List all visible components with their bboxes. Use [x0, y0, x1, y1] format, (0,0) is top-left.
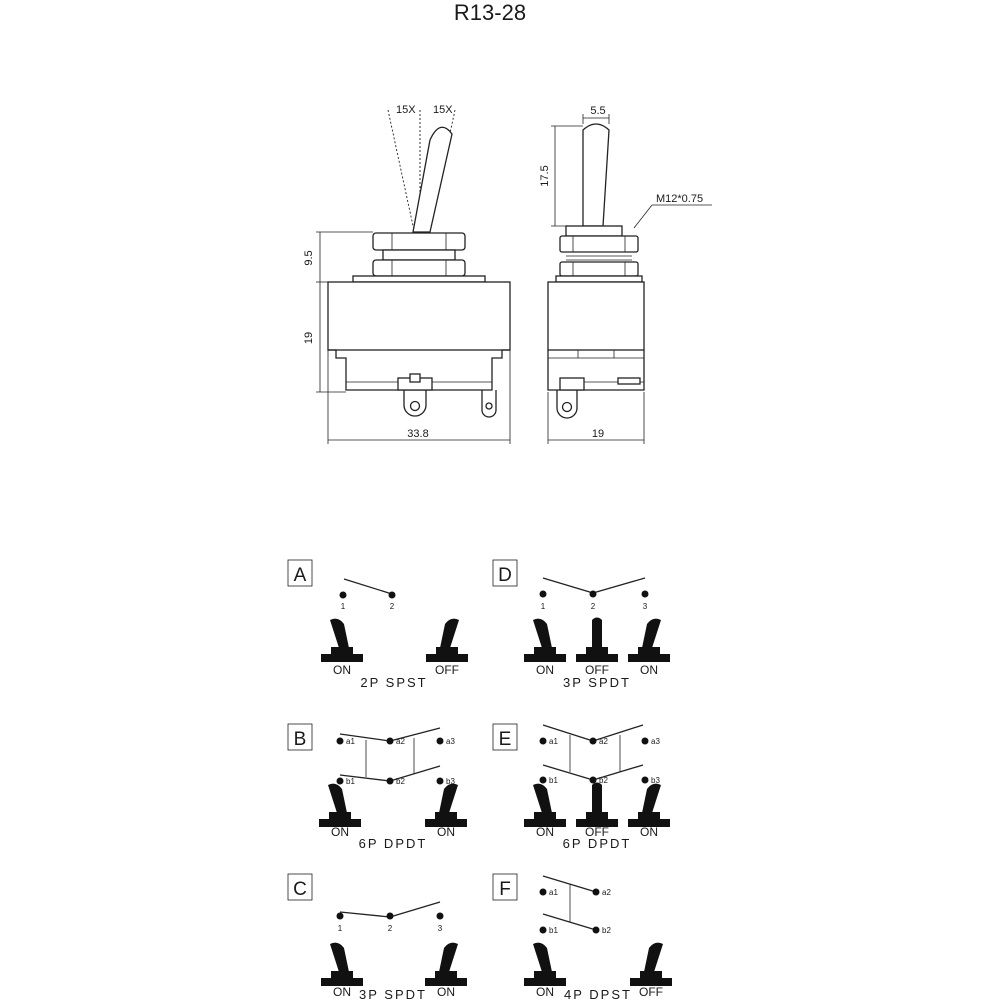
position-label: OFF — [585, 663, 609, 677]
terminal-label: a2 — [602, 888, 611, 897]
side-dim-width-label: 19 — [592, 428, 604, 440]
terminal-label: a3 — [651, 737, 660, 746]
terminal-label: b3 — [446, 777, 455, 786]
position-label: ON — [536, 985, 554, 999]
dim-height-label: 19 — [303, 332, 315, 344]
position-label: OFF — [639, 985, 663, 999]
side-view: 5.5 17.5 M12*0.75 19 — [539, 105, 712, 444]
terminal-label: a2 — [599, 737, 608, 746]
position-label: ON — [333, 663, 351, 677]
switch-type-label: 2P SPST — [360, 675, 427, 690]
front-lever — [412, 126, 453, 233]
position-label: ON — [437, 985, 455, 999]
terminal-label: b1 — [346, 777, 355, 786]
position-label: OFF — [585, 825, 609, 839]
terminal-label: 1 — [338, 924, 343, 933]
terminal-label: 1 — [541, 602, 546, 611]
toggle-left-icon — [524, 942, 566, 986]
diagram-a: A 1 2 ON OFF 2P SPST — [287, 559, 468, 690]
terminal-label: b1 — [549, 776, 558, 785]
terminal-label: 2 — [388, 924, 393, 933]
position-label: ON — [437, 825, 455, 839]
terminal-label: b2 — [602, 926, 611, 935]
toggle-left-icon — [321, 618, 363, 662]
diagram-letter: F — [499, 879, 511, 900]
terminal-label: b2 — [599, 776, 608, 785]
diagram-letter: C — [293, 879, 307, 900]
toggle-left-icon — [319, 783, 361, 827]
toggle-left-icon — [524, 618, 566, 662]
terminal-label: a2 — [396, 737, 405, 746]
toggle-center-icon — [576, 782, 618, 827]
drawing-title: R13-28 — [454, 0, 526, 25]
toggle-center-icon — [576, 617, 618, 662]
diagram-letter: B — [294, 729, 307, 750]
toggle-right-icon — [628, 618, 670, 662]
terminal-label: 3 — [643, 602, 648, 611]
position-label: ON — [333, 985, 351, 999]
switch-type-label: 4P DPST — [564, 987, 632, 1000]
terminal-label: b3 — [651, 776, 660, 785]
toggle-right-icon — [425, 942, 467, 986]
position-label: ON — [640, 825, 658, 839]
diagram-f: F a1 a2 b1 b2 ON OFF 4P DPST — [492, 873, 672, 1000]
toggle-right-icon — [426, 618, 468, 662]
terminal-label: 1 — [341, 602, 346, 611]
angle-right-label: 15X — [433, 104, 453, 116]
position-label: ON — [536, 825, 554, 839]
terminal-label: 2 — [591, 602, 596, 611]
toggle-left-icon — [321, 942, 363, 986]
terminal-label: 3 — [438, 924, 443, 933]
switch-type-label: 3P SPDT — [359, 987, 427, 1000]
diagram-letter: A — [294, 565, 307, 586]
front-housing — [327, 281, 511, 351]
dim-bushing-label: 9.5 — [303, 250, 315, 265]
toggle-left-icon — [524, 783, 566, 827]
terminal-label: 2 — [390, 602, 395, 611]
terminal-label: b1 — [549, 926, 558, 935]
terminal-label: b2 — [396, 777, 405, 786]
side-housing — [547, 281, 645, 351]
terminal-label: a3 — [446, 737, 455, 746]
terminal-label: a1 — [346, 737, 355, 746]
position-label: ON — [536, 663, 554, 677]
front-view: 15X 15X 9.5 19 33.8 — [303, 104, 511, 444]
diagram-b: B a1 a2 a3 b1 b2 b3 ON ON 6P DPDT — [287, 723, 467, 851]
position-label: ON — [640, 663, 658, 677]
position-label: ON — [331, 825, 349, 839]
dim-lever-length-label: 17.5 — [539, 165, 551, 186]
switch-type-label: 6P DPDT — [359, 836, 428, 851]
diagram-letter: E — [499, 729, 512, 750]
toggle-right-icon — [425, 783, 467, 827]
switch-type-label: 3P SPDT — [563, 675, 631, 690]
side-lever — [582, 123, 610, 227]
diagram-letter: D — [498, 565, 512, 586]
toggle-right-icon — [630, 942, 672, 986]
dim-lever-width-label: 5.5 — [590, 105, 605, 117]
diagram-d: D 1 2 3 ON OFF ON 3P SPDT — [492, 559, 670, 690]
position-label: OFF — [435, 663, 459, 677]
switch-type-label: 6P DPDT — [563, 836, 632, 851]
diagram-e: E a1 a2 a3 b1 b2 b3 ON OFF ON 6P DPDT — [492, 723, 670, 851]
terminal-label: a1 — [549, 737, 558, 746]
angle-left-label: 15X — [396, 104, 416, 116]
terminal-label: a1 — [549, 888, 558, 897]
diagram-c: C 1 2 3 ON ON 3P SPDT — [287, 873, 467, 1000]
thread-label: M12*0.75 — [656, 193, 703, 205]
dim-width-label: 33.8 — [407, 428, 428, 440]
toggle-right-icon — [628, 783, 670, 827]
